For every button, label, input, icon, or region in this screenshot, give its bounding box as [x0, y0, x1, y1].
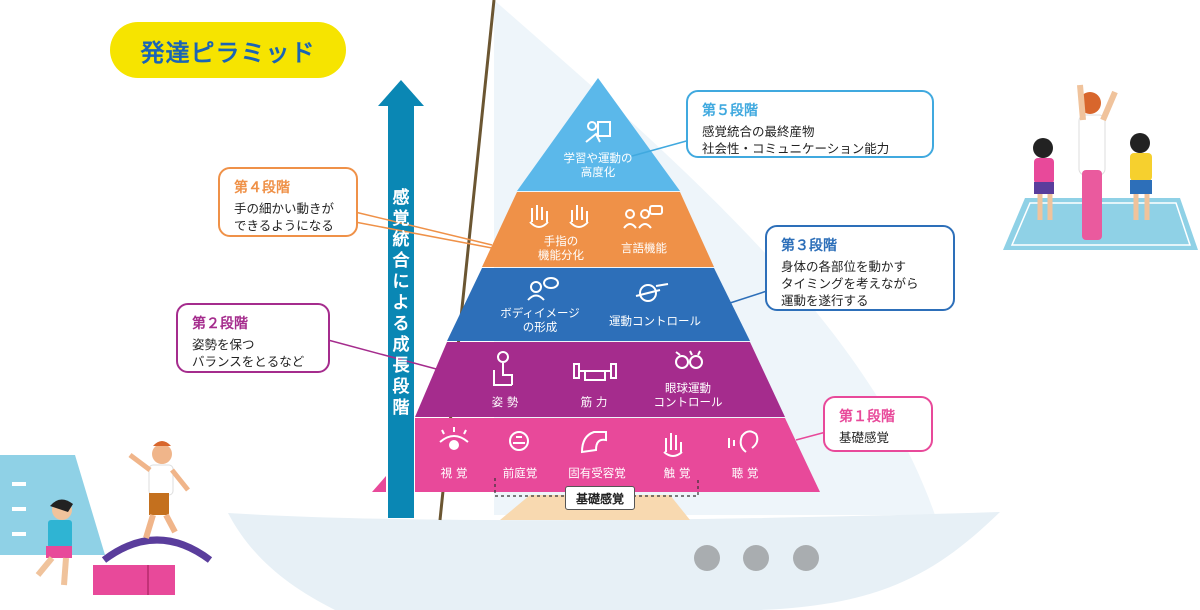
level1-label-vision: 視 覚 — [440, 466, 468, 480]
porthole — [743, 545, 769, 571]
porthole — [694, 545, 720, 571]
stage2-heading: 第２段階 — [192, 316, 248, 332]
posture-icon — [493, 351, 513, 386]
growth-arrow-shaft — [388, 104, 414, 518]
stage3-callout: 第３段階 身体の各部位を動かす タイミングを考えながら 運動を遂行する — [765, 225, 955, 311]
stage1-line: 基礎感覚 — [839, 430, 890, 445]
level4-label-language: 言語機能 — [621, 241, 667, 255]
stage4-line: 手の細かい動きが — [234, 201, 335, 216]
talk-icon — [623, 205, 663, 229]
vestibular-icon — [509, 431, 529, 451]
body-image-icon — [527, 277, 559, 301]
level1-label-proprioception: 固有受容覚 — [568, 466, 626, 480]
stage5-heading: 第５段階 — [702, 103, 758, 119]
stage3-line: タイミングを考えながら — [781, 276, 919, 291]
stage1-heading: 第１段階 — [839, 409, 895, 425]
level1-label-touch: 触 覚 — [663, 466, 691, 480]
stage3-line: 運動を遂行する — [781, 293, 869, 308]
stage5-line: 社会性・コミュニケーション能力 — [702, 141, 890, 156]
level5-label: 学習や運動の 高度化 — [563, 151, 633, 179]
stage2-line: バランスをとるなど — [192, 354, 305, 369]
stage4-callout: 第４段階 手の細かい動きが できるようになる — [218, 167, 358, 237]
pyramid-level-4 — [482, 192, 714, 267]
motor-icon — [635, 283, 669, 302]
level1-label-hearing: 聴 覚 — [731, 466, 759, 480]
growth-arrow-head — [378, 80, 424, 106]
level3-label-body-image: ボディイメージ の形成 — [500, 306, 580, 334]
stage2-line: 姿勢を保つ — [192, 337, 255, 352]
level1-label-vestibular: 前庭覚 — [502, 466, 538, 480]
porthole — [793, 545, 819, 571]
pyramid-level-3 — [447, 268, 750, 341]
stage5-line: 感覚統合の最終産物 — [702, 124, 815, 139]
level4-label-fingers: 手指の 機能分化 — [538, 234, 584, 262]
eye-icon — [439, 427, 469, 450]
ear-icon — [728, 430, 759, 453]
dumbbell-icon — [573, 363, 617, 381]
hands-icon — [529, 205, 589, 228]
stage4-line: できるようになる — [234, 218, 334, 233]
level3-label-motor: 運動コントロール — [609, 314, 701, 328]
stage1-callout: 第１段階 基礎感覚 — [823, 396, 933, 452]
growth-arrow-label: 感覚統合による成長段階 — [392, 188, 410, 418]
level2-label-posture: 姿 勢 — [491, 395, 519, 409]
stage2-callout: 第２段階 姿勢を保つ バランスをとるなど — [176, 303, 330, 373]
base-senses-tag: 基礎感覚 — [565, 486, 635, 510]
level2-label-strength: 筋 力 — [580, 395, 608, 409]
stage4-heading: 第４段階 — [234, 180, 290, 196]
eyes-icon — [675, 350, 703, 369]
stage3-line: 身体の各部位を動かす — [781, 259, 907, 274]
page-title: 発達ピラミッド — [110, 22, 346, 78]
hand-icon — [663, 433, 683, 457]
study-icon — [585, 121, 611, 143]
level2-label-eye-movement: 眼球運動 コントロール — [653, 381, 723, 409]
muscle-icon — [580, 431, 607, 454]
stage5-callout: 第５段階 感覚統合の最終産物 社会性・コミュニケーション能力 — [686, 90, 934, 158]
stage3-heading: 第３段階 — [781, 238, 837, 254]
pyramid-level-1 — [415, 418, 820, 492]
